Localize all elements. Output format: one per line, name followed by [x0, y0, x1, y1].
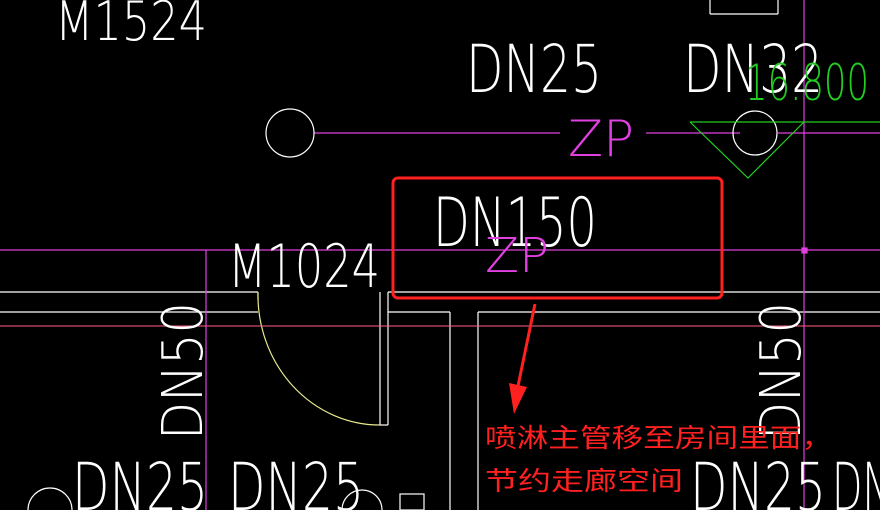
label-dn150: DN150 — [433, 184, 597, 263]
annotation-line-2: 节约走廊空间 — [485, 467, 683, 497]
label-dn25-bottom-2: DN25 — [228, 449, 364, 510]
door-swing — [257, 291, 381, 426]
label-m1524: M1524 — [55, 0, 207, 53]
label-dn25-bottom-right: DN25 — [690, 449, 826, 510]
label-dn50-right: DN50 — [749, 302, 814, 440]
label-elevation: 16.800 — [745, 54, 869, 112]
annotation-line-1: 喷淋主管移至房间里面， — [485, 424, 833, 454]
label-dn-edge: DN — [832, 449, 880, 510]
elevation-marker — [689, 121, 880, 179]
label-m1024: M1024 — [228, 232, 380, 302]
label-dn25-top: DN25 — [466, 31, 602, 108]
sprinkler-circles — [27, 108, 778, 510]
label-dn32-top: DN32 — [683, 31, 823, 108]
annotation-arrow — [509, 303, 537, 414]
label-zp-top: ZP — [568, 110, 634, 168]
label-dn25-bottom-1: DN25 — [72, 449, 208, 510]
label-zp-mid: ZP — [485, 228, 549, 284]
highlight-box — [391, 176, 724, 300]
label-dn50-left: DN50 — [151, 302, 216, 440]
